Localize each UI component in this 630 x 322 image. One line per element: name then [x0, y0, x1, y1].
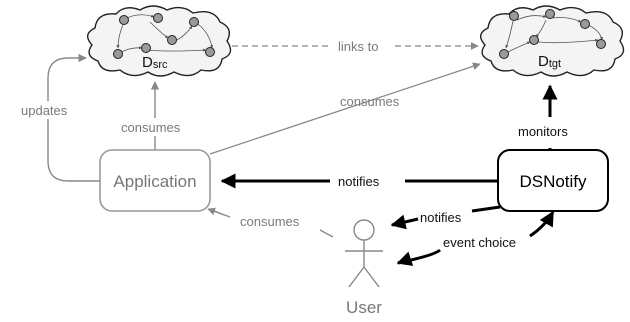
consumes-src-label-bg: [118, 118, 192, 136]
monitors-label: monitors: [518, 124, 568, 139]
user-label: User: [346, 298, 382, 317]
source-dataset-node: Dsrc: [87, 5, 232, 77]
notifies-user-arrow: [390, 214, 419, 230]
links-to-label: links to: [338, 39, 378, 54]
event-choice-arrowhead-user: [396, 251, 414, 266]
user-head: [353, 219, 375, 241]
consumes-src-label: consumes: [121, 120, 181, 135]
consumes-tgt-label: consumes: [340, 94, 400, 109]
event-choice-line-right: [529, 210, 555, 238]
source-dataset-label: Dsrc: [142, 54, 168, 71]
notifies-user-label: notifies: [420, 210, 462, 225]
consumes-tgt-arrow: [209, 62, 481, 155]
updates-label-bg: [18, 101, 76, 119]
user-right-leg: [363, 266, 380, 288]
application-node: Application: [99, 149, 211, 212]
user-left-leg: [348, 266, 365, 288]
event-choice-line-left: [397, 248, 442, 265]
updates-arrow: [47, 53, 100, 182]
target-dataset-label: Dtgt: [538, 53, 561, 70]
notifies-user-line: [471, 205, 501, 213]
application-label: Application: [113, 172, 196, 191]
dsnotify-label: DSNotify: [519, 172, 587, 191]
updates-label: updates: [21, 103, 68, 118]
consumes-user-arrowhead: [207, 207, 231, 218]
event-choice-label: event choice: [443, 235, 516, 250]
user-actor: [345, 219, 383, 288]
dsnotify-node: DSNotify: [497, 149, 609, 212]
dsnotify-box: [497, 149, 609, 212]
application-box: [99, 149, 211, 212]
consumes-user-label: consumes: [240, 214, 300, 229]
target-dataset-node: Dtgt: [480, 5, 625, 77]
notifies-app-label: notifies: [338, 174, 380, 189]
